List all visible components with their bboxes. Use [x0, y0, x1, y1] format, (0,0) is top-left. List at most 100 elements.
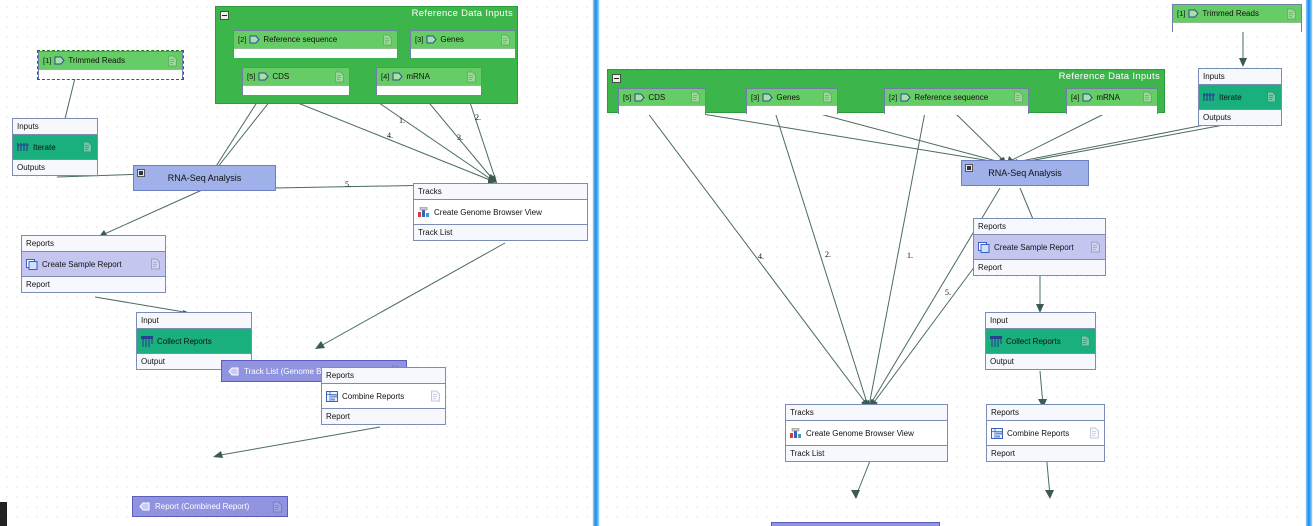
io-node-mrna[interactable]: [4] mRNA	[376, 67, 482, 95]
io-text: Trimmed Reads	[68, 56, 125, 65]
io-node-mrna[interactable]: [4] mRNA	[1066, 88, 1158, 115]
io-node-trimmed-reads[interactable]: [1] Trimmed Reads	[1172, 4, 1302, 32]
io-node-reference-sequence[interactable]: [2] Reference sequence	[233, 30, 398, 58]
port-reports[interactable]: Reports	[22, 236, 165, 252]
svg-text:4.: 4.	[758, 252, 764, 261]
right-scrollbar-thumb[interactable]	[1306, 0, 1312, 526]
io-label: [1] Trimmed Reads	[1173, 9, 1259, 18]
node-body[interactable]: Combine Reports	[322, 384, 445, 408]
document-icon	[83, 141, 92, 153]
port-tracks[interactable]: Tracks	[786, 405, 947, 421]
output-node-report-combined[interactable]: Report (Combined Report)	[132, 496, 288, 517]
port-input[interactable]: Input	[137, 313, 251, 329]
right-workflow-canvas[interactable]: 4. 2. 1. 5. 3. [1]	[600, 0, 1305, 526]
node-title: Create Genome Browser View	[806, 428, 914, 438]
io-index: [2]	[889, 92, 898, 102]
io-node-genes[interactable]: [3] Genes	[746, 88, 838, 115]
port-track-list[interactable]: Track List	[786, 445, 947, 461]
io-index: [3]	[415, 35, 424, 44]
output-node-track-list-gbv[interactable]: Track List (Genome Browser View)	[771, 522, 940, 526]
proc-node-collect-reports[interactable]: Input Collect Reports Output	[985, 312, 1096, 370]
proc-node-iterate[interactable]: Inputs Iterate Outputs	[1198, 68, 1282, 126]
node-title: Collect Reports	[1006, 336, 1061, 346]
right-scrollbar[interactable]	[1305, 0, 1313, 526]
proc-node-create-genome-browser-view[interactable]: Tracks Create Genome Browser View Track …	[413, 183, 588, 241]
node-rna-seq-analysis[interactable]: RNA-Seq Analysis	[961, 160, 1089, 186]
io-index: [1]	[1177, 9, 1186, 18]
node-title: RNA-Seq Analysis	[988, 168, 1062, 178]
node-title: Track List (Genome Browser View)	[244, 366, 368, 376]
collapse-icon[interactable]	[220, 11, 229, 20]
proc-node-combine-reports[interactable]: Reports Combine Reports Report	[986, 404, 1105, 462]
io-index: [4]	[381, 72, 390, 81]
port-report[interactable]: Report	[322, 408, 445, 424]
node-body[interactable]: Combine Reports	[987, 421, 1104, 445]
svg-text:2.: 2.	[825, 250, 831, 259]
svg-text:4.: 4.	[387, 131, 393, 140]
node-title: RNA-Seq Analysis	[167, 173, 242, 183]
port-input[interactable]: Input	[986, 313, 1095, 329]
expand-icon[interactable]	[965, 164, 973, 172]
node-body[interactable]: Iterate	[1199, 85, 1281, 109]
data-input-icon	[1188, 9, 1200, 18]
combine-reports-icon	[326, 390, 338, 402]
node-body[interactable]: Create Genome Browser View	[786, 421, 947, 445]
io-index: [5]	[247, 72, 256, 81]
node-body[interactable]: Collect Reports	[986, 329, 1095, 353]
node-body[interactable]: Collect Reports	[137, 329, 251, 353]
port-report[interactable]: Report	[22, 276, 165, 292]
sample-report-icon	[978, 241, 990, 253]
io-label: [2] Reference sequence	[885, 93, 988, 102]
proc-node-create-sample-report[interactable]: Reports Create Sample Report Report	[973, 218, 1106, 276]
node-body[interactable]: Create Sample Report	[22, 252, 165, 276]
io-header: [2] Reference sequence	[234, 31, 397, 49]
proc-node-create-genome-browser-view[interactable]: Tracks Create Genome Browser View Track …	[785, 404, 948, 462]
io-header: [4] mRNA	[377, 68, 481, 86]
proc-node-create-sample-report[interactable]: Reports Create Sample Report Report	[21, 235, 166, 293]
port-outputs[interactable]: Outputs	[1199, 109, 1281, 125]
port-inputs[interactable]: Inputs	[1199, 69, 1281, 85]
port-reports[interactable]: Reports	[322, 368, 445, 384]
port-output[interactable]: Output	[986, 353, 1095, 369]
io-text: CDS	[648, 92, 666, 102]
io-node-trimmed-reads[interactable]: [1] Trimmed Reads	[37, 50, 184, 80]
io-node-reference-sequence[interactable]: [2] Reference sequence	[884, 88, 1029, 115]
port-reports[interactable]: Reports	[987, 405, 1104, 421]
svg-text:5.: 5.	[945, 288, 951, 297]
document-icon	[1014, 91, 1023, 103]
io-node-cds[interactable]: [5] CDS	[618, 88, 706, 115]
node-body[interactable]: Create Sample Report	[974, 235, 1105, 259]
expand-icon[interactable]	[137, 169, 145, 177]
io-label: [2] Reference sequence	[234, 35, 337, 44]
port-report[interactable]: Report	[987, 445, 1104, 461]
node-body[interactable]: Create Genome Browser View	[414, 200, 587, 224]
port-track-list[interactable]: Track List	[414, 224, 587, 240]
proc-node-iterate[interactable]: Inputs Iterate Outputs	[12, 118, 98, 176]
group-reference-data-inputs[interactable]: Reference Data Inputs [2] Reference sequ…	[215, 6, 518, 104]
node-title: Combine Reports	[1007, 428, 1070, 438]
io-node-cds[interactable]: [5] CDS	[242, 67, 350, 95]
left-workflow-canvas[interactable]: 1. 2. 3. 4. 5. Reference Data Inputs	[0, 0, 592, 526]
splitter-handle[interactable]	[593, 0, 599, 526]
document-icon	[467, 71, 476, 82]
port-tracks[interactable]: Tracks	[414, 184, 587, 200]
collapse-icon[interactable]	[612, 74, 621, 83]
data-input-icon	[1082, 93, 1094, 101]
document-icon	[1287, 8, 1296, 19]
proc-node-combine-reports[interactable]: Reports Combine Reports Report	[321, 367, 446, 425]
io-header: [3] Genes	[411, 31, 515, 49]
port-inputs[interactable]: Inputs	[13, 119, 97, 135]
group-reference-data-inputs[interactable]: Reference Data Inputs [5] CDS [3]	[607, 69, 1165, 115]
port-outputs[interactable]: Outputs	[13, 159, 97, 175]
node-body[interactable]: Iterate	[13, 135, 97, 159]
io-slot	[747, 106, 837, 115]
port-report[interactable]: Report	[974, 259, 1105, 275]
proc-node-collect-reports[interactable]: Input Collect Reports Output	[136, 312, 252, 370]
node-rna-seq-analysis[interactable]: RNA-Seq Analysis	[133, 165, 276, 191]
pane-splitter[interactable]	[592, 0, 600, 526]
document-icon	[1091, 241, 1100, 253]
document-icon	[431, 390, 440, 402]
io-node-genes[interactable]: [3] Genes	[410, 30, 516, 58]
port-reports[interactable]: Reports	[974, 219, 1105, 235]
